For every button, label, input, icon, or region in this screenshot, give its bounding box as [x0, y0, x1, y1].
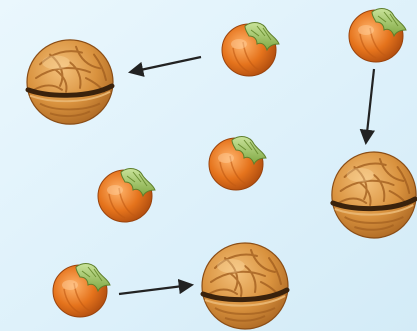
- walnut-bottom-icon: [202, 243, 288, 329]
- walnut-top-left-icon: [27, 40, 113, 124]
- walnut-right-icon: [332, 152, 416, 238]
